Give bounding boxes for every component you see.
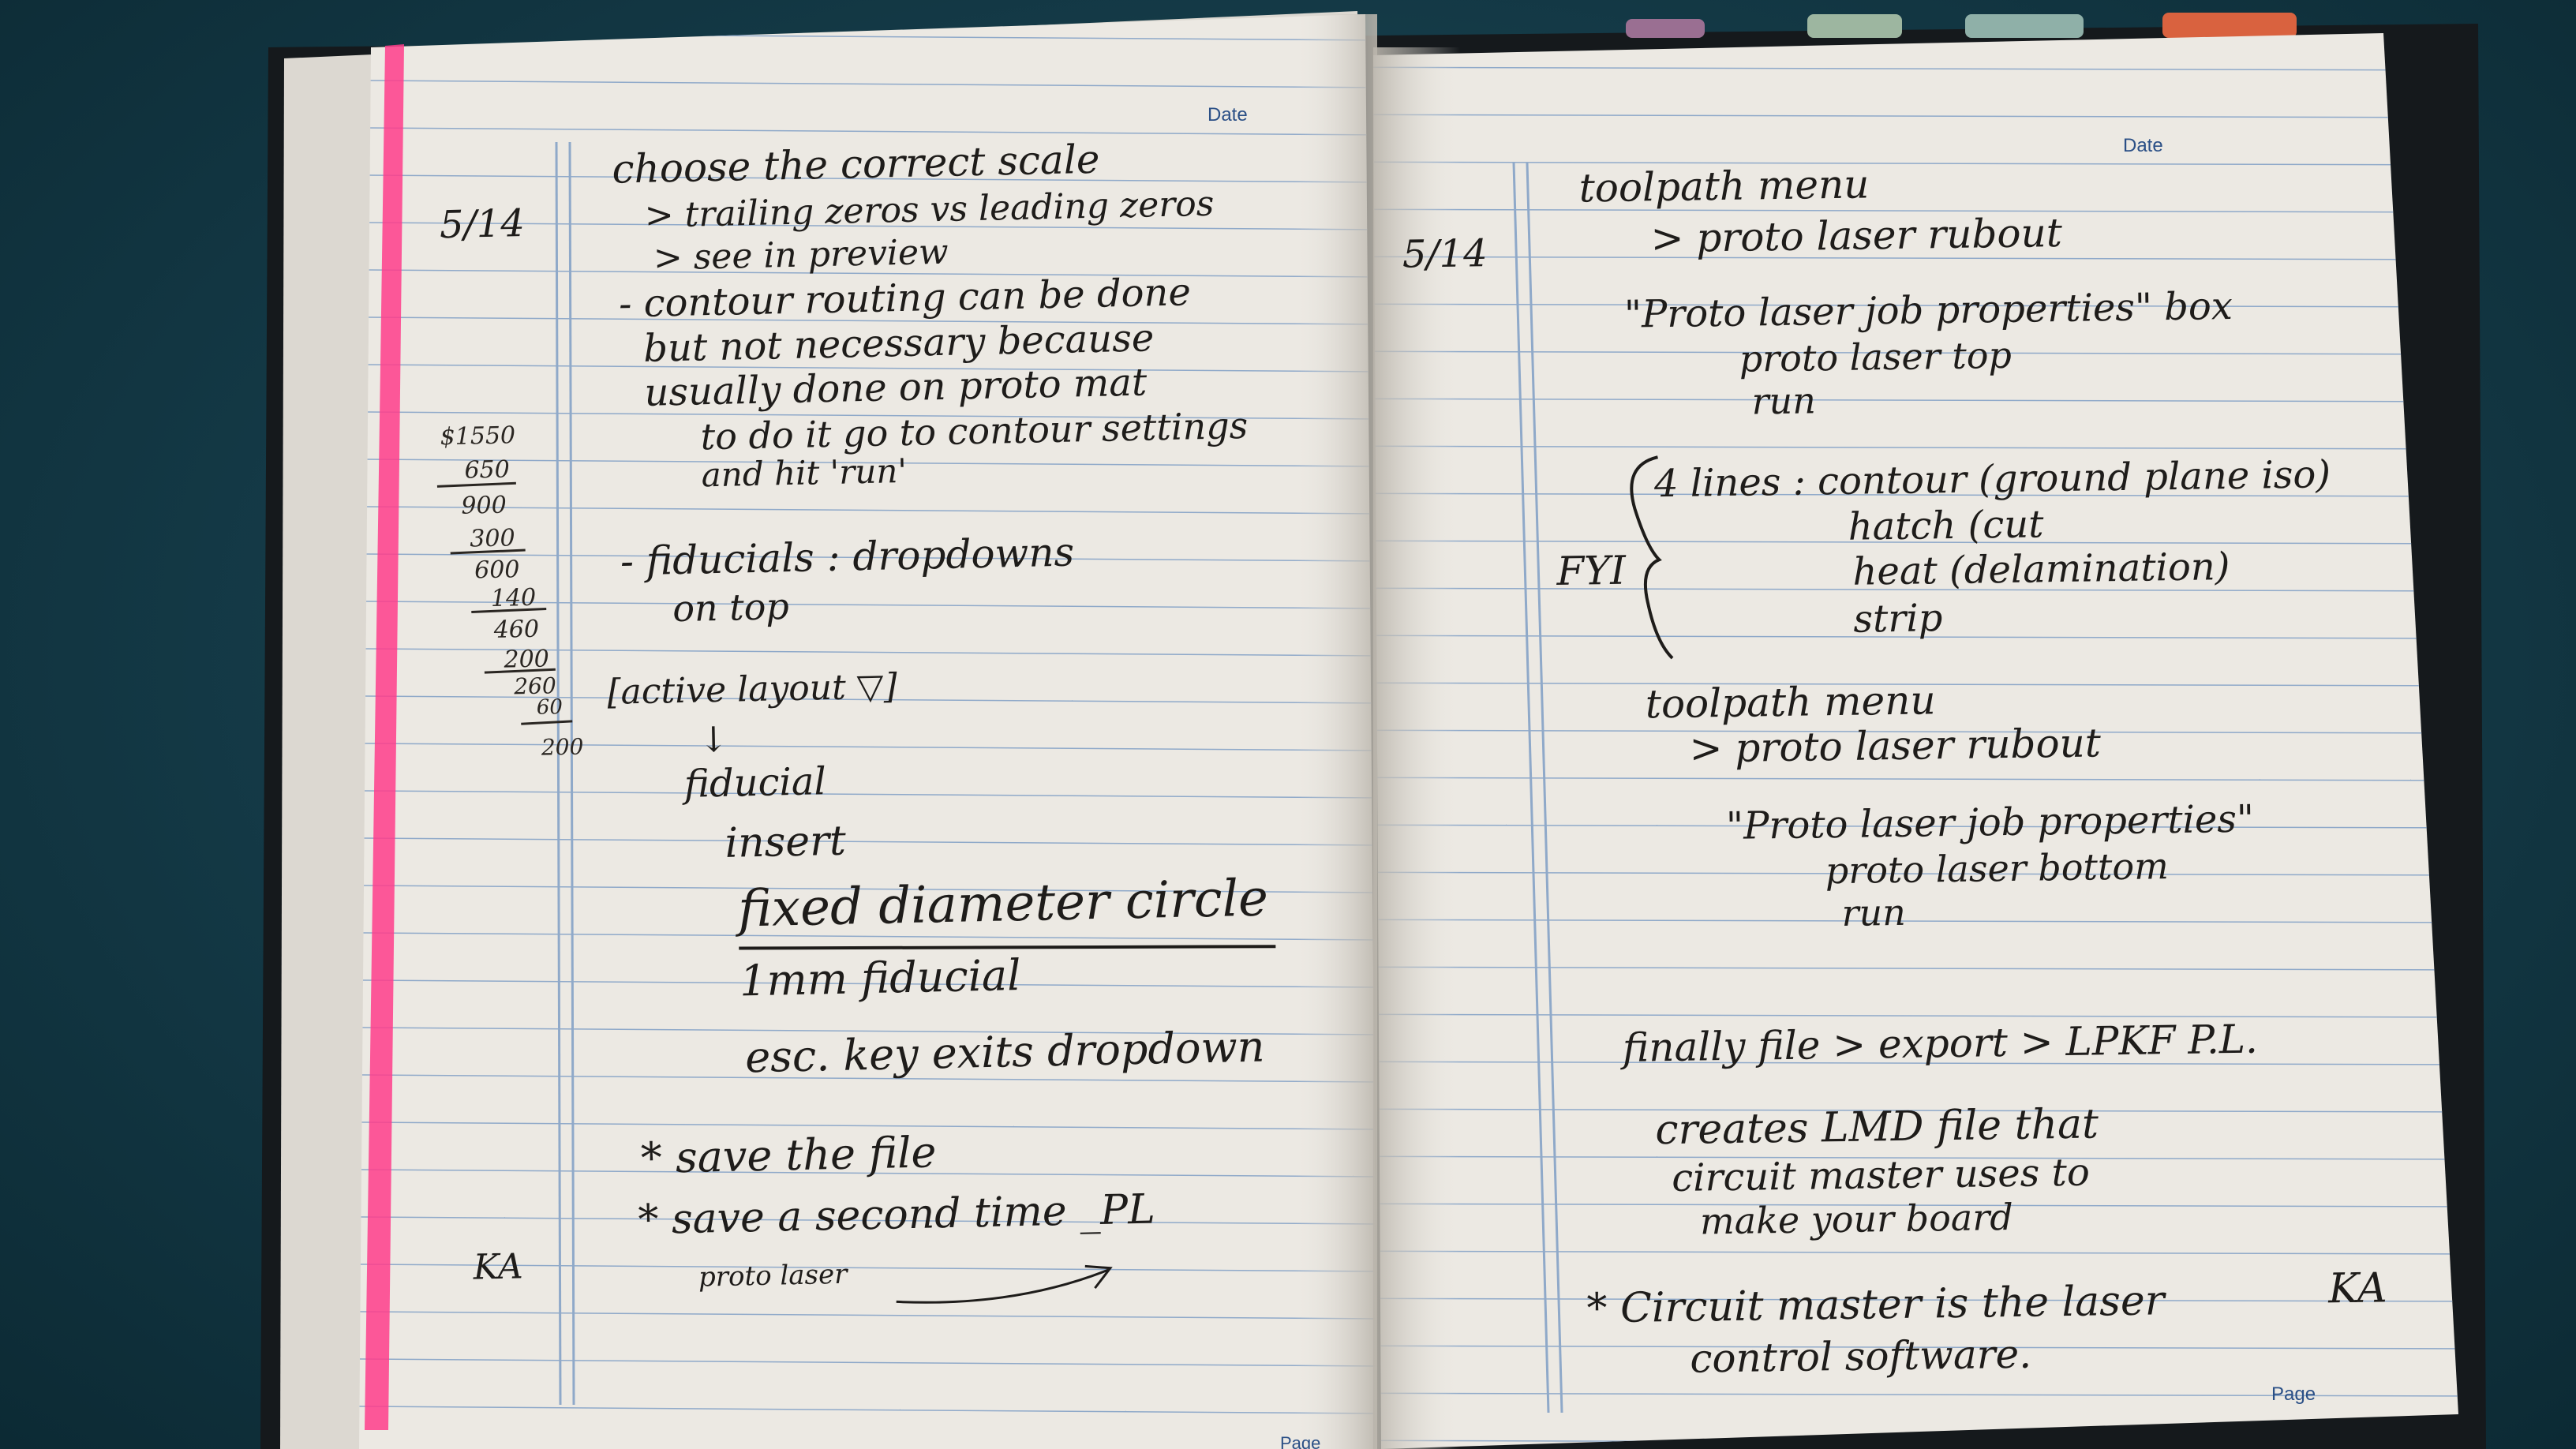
margin-calc: 60: [537, 695, 564, 720]
note-line: "Proto laser job properties" box: [1624, 284, 2233, 337]
note-line: fixed diameter circle: [734, 869, 1268, 938]
note-line: > proto laser rubout: [1650, 210, 2063, 261]
note-line: > proto laser rubout: [1689, 720, 2102, 771]
note-line: proto laser bottom: [1825, 844, 2169, 892]
left-initials: KA: [472, 1246, 523, 1287]
note-line: on top: [672, 585, 790, 630]
note-line: finally file > export > LPKF P.L.: [1619, 1017, 2259, 1071]
note-line: * save a second time _PL: [638, 1186, 1155, 1245]
note-line: proto laser: [698, 1259, 849, 1294]
right-date: 5/14: [1402, 231, 1488, 276]
margin-calc: 460: [492, 616, 539, 644]
note-line: run: [1841, 891, 1906, 934]
note-line: heat (delamination): [1852, 545, 2230, 594]
right-initials: KA: [2327, 1264, 2387, 1312]
note-line: proto laser top: [1739, 334, 2012, 380]
note-line: - fiducials : dropdowns: [620, 529, 1074, 584]
note-line: > see in preview: [653, 232, 949, 279]
note-line: circuit master uses to: [1672, 1151, 2090, 1200]
right-page: [1373, 33, 2458, 1449]
tab-marker: [1807, 14, 1902, 38]
margin-calc: 200: [541, 734, 584, 761]
margin-calc: 300: [470, 524, 515, 552]
right-page-label: Page: [2271, 1383, 2316, 1405]
note-line: hatch (cut: [1848, 502, 2044, 549]
left-page: [280, 11, 1377, 1449]
note-line: strip: [1853, 596, 1943, 642]
note-line: * save the file: [640, 1127, 937, 1183]
note-line: usually done on proto mat: [644, 361, 1148, 415]
note-line: 1mm fiducial: [739, 950, 1021, 1005]
underline: [739, 945, 1276, 950]
note-line: fiducial: [681, 759, 826, 807]
margin-calc: 260: [513, 672, 556, 699]
brace: [1630, 455, 1674, 660]
fyi-label: FYI: [1556, 548, 1627, 594]
tab-marker: [1965, 14, 2084, 38]
note-line: [active layout ▽]: [607, 666, 898, 713]
note-line: insert: [724, 818, 847, 867]
note-line: * Circuit master is the laser: [1586, 1277, 2167, 1332]
note-line: but not necessary because: [643, 316, 1155, 371]
note-line: run: [1751, 379, 1816, 422]
left-page-label: Page: [1280, 1433, 1320, 1449]
note-line: esc. key exits dropdown: [745, 1022, 1266, 1083]
note-line: and hit 'run': [701, 451, 907, 494]
tab-marker: [1626, 19, 1705, 38]
left-date-label: Date: [1208, 104, 1248, 125]
margin-calc: 900: [461, 492, 507, 520]
note-line: control software.: [1690, 1331, 2031, 1382]
note-line: creates LMD file that: [1655, 1100, 2099, 1154]
note-line: choose the correct scale: [612, 137, 1100, 193]
right-page-notes: 5/14 KA FYI toolpath menu > proto laser …: [1402, 161, 2387, 1382]
left-page-notes: 5/14 KA $1550 650 900 300 600 140 460 20…: [436, 137, 1276, 1304]
arrow: [896, 1264, 1113, 1304]
margin-calc: $1550: [440, 421, 515, 451]
margin-calc: 600: [474, 556, 520, 584]
right-date-label: Date: [2123, 135, 2163, 156]
note-line: make your board: [1700, 1196, 2013, 1243]
highlighter-stripe: [365, 44, 404, 1430]
margin-calc: 140: [491, 584, 537, 612]
margin-calc: 650: [464, 455, 510, 484]
note-line: "Proto laser job properties": [1726, 797, 2255, 848]
note-line: ↓: [698, 720, 728, 761]
note-line: 4 lines : contour (ground plane iso): [1653, 452, 2331, 506]
left-date: 5/14: [439, 201, 525, 247]
note-line: toolpath menu: [1645, 677, 1935, 727]
tab-marker: [2162, 13, 2297, 38]
note-line: toolpath menu: [1578, 161, 1869, 211]
